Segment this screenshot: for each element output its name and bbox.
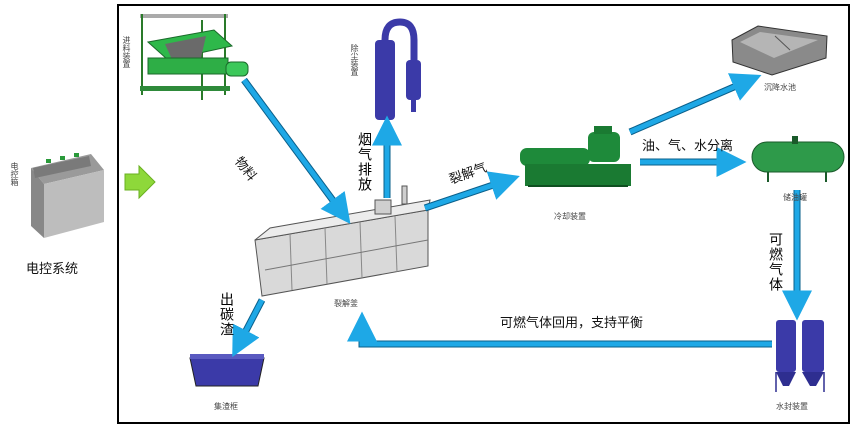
control-cabinet — [31, 153, 104, 238]
separation-label: 油、气、水分离 — [642, 139, 734, 154]
process-panel — [117, 4, 850, 424]
flow-arrows — [232, 73, 812, 358]
slag-box-label: 集渣框 — [214, 402, 238, 411]
storage-tank-label: 储油罐 — [783, 193, 807, 202]
cooler-machine — [520, 126, 631, 187]
dedusting-label: 除尘装置 — [350, 44, 359, 76]
combustible-gas-label: 可燃气体 — [767, 232, 783, 292]
water-seal-label: 水封装置 — [776, 402, 808, 411]
cooler-label: 冷却装置 — [554, 212, 586, 221]
water-seal-tanks — [775, 320, 825, 392]
settling-tank-label: 沉降水池 — [764, 83, 796, 92]
green-arrow-icon — [124, 164, 156, 200]
cracker-label: 裂解釜 — [334, 299, 358, 308]
dedusting-tower — [375, 18, 421, 120]
settling-tank-box — [731, 25, 828, 76]
cracking-reactor — [254, 185, 431, 297]
flue-gas-label: 烟气排放 — [356, 132, 372, 192]
control-system-caption: 电控系统 — [26, 262, 79, 277]
slag-box — [189, 354, 265, 387]
feeder-machine — [140, 14, 249, 100]
cabinet-label: 电控箱 — [10, 162, 19, 186]
feeder-label: 进料装置 — [122, 36, 131, 68]
recycle-label: 可燃气体回用，支持平衡 — [500, 316, 644, 331]
carbon-slag-label: 出碳渣 — [218, 292, 234, 337]
storage-tank-body — [751, 136, 845, 182]
